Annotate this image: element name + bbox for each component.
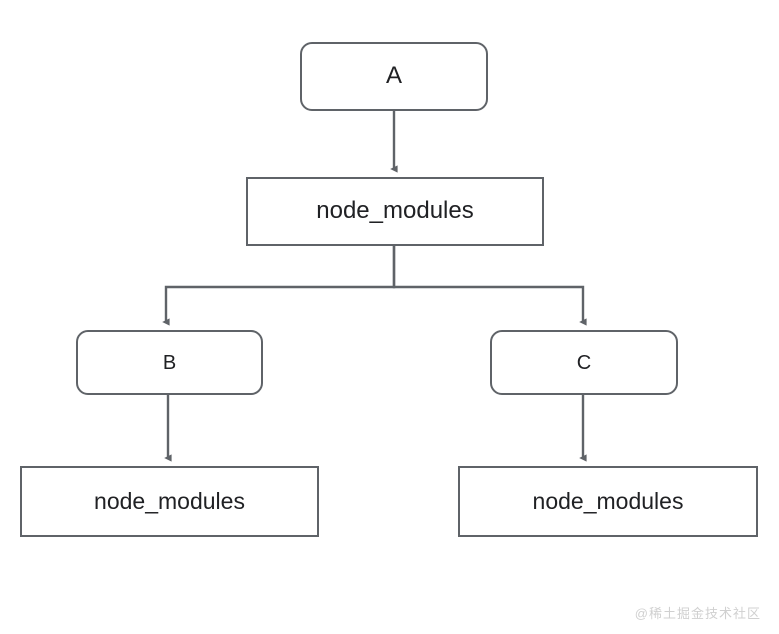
node-node-modules-under-b[interactable]: node_modules — [20, 466, 319, 537]
edge-node-modules-to-b — [162, 246, 396, 326]
node-node-modules-root-label: node_modules — [316, 197, 474, 225]
node-node-modules-under-b-label: node_modules — [94, 487, 245, 514]
node-a[interactable]: A — [300, 42, 488, 111]
node-c-label: C — [576, 351, 592, 374]
node-c[interactable]: C — [490, 330, 678, 395]
watermark: @稀土掘金技术社区 — [634, 606, 761, 621]
node-b[interactable]: B — [76, 330, 263, 395]
node-node-modules-under-c-label: node_modules — [532, 487, 684, 514]
node-a-label: A — [385, 62, 402, 90]
node-node-modules-root[interactable]: node_modules — [246, 177, 544, 246]
edge-node-modules-to-c — [392, 246, 587, 326]
node-b-label: B — [162, 351, 177, 374]
node-node-modules-under-c[interactable]: node_modules — [458, 466, 758, 537]
